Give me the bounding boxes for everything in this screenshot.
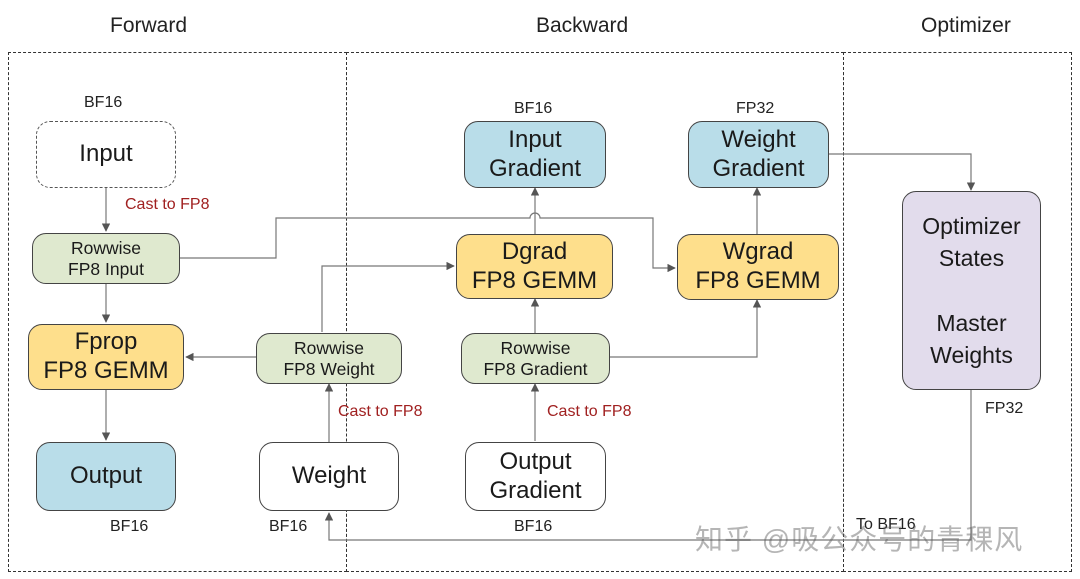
- master-weights-dtype-label: FP32: [985, 400, 1024, 417]
- weight-gradient-box: Weight Gradient: [688, 121, 829, 188]
- wgrad-fp8-gemm-box: Wgrad FP8 GEMM: [677, 234, 839, 300]
- optimizer-title: Optimizer: [921, 14, 1011, 37]
- weight-box: Weight: [259, 442, 399, 511]
- arrow-rowwise-weight-to-dgrad: [321, 261, 455, 332]
- rowwise-fp8-input-box: Rowwise FP8 Input: [32, 233, 180, 284]
- dgrad-fp8-gemm-box: Dgrad FP8 GEMM: [456, 234, 613, 299]
- arrow-master-weights-to-weight: [324, 390, 972, 541]
- forward-title: Forward: [110, 14, 188, 37]
- input-box: Input: [36, 121, 176, 188]
- input-dtype-label: BF16: [84, 94, 123, 111]
- input-gradient-box: Input Gradient: [464, 121, 606, 188]
- output-dtype-label: BF16: [110, 518, 149, 535]
- output-gradient-dtype-label: BF16: [514, 518, 553, 535]
- gradient-cast-label: Cast to FP8: [547, 403, 632, 420]
- optimizer-panel: [843, 52, 1072, 572]
- output-box: Output: [36, 442, 176, 511]
- backward-title: Backward: [536, 14, 629, 37]
- arrow-rowwise-gradient-to-wgrad: [610, 299, 762, 358]
- watermark: 知乎 @吸公众号的青稞风: [695, 524, 1024, 555]
- weight-cast-label: Cast to FP8: [338, 403, 423, 420]
- input-gradient-dtype-label: BF16: [514, 100, 553, 117]
- weight-gradient-dtype-label: FP32: [736, 100, 775, 117]
- weight-dtype-label: BF16: [269, 518, 308, 535]
- optimizer-states-master-weights-box: Optimizer States Master Weights: [902, 191, 1041, 390]
- input-cast-label: Cast to FP8: [125, 196, 210, 213]
- output-gradient-box: Output Gradient: [465, 442, 606, 511]
- rowwise-fp8-gradient-box: Rowwise FP8 Gradient: [461, 333, 610, 384]
- arrow-weight-gradient-to-optimizer: [829, 153, 976, 191]
- rowwise-fp8-weight-box: Rowwise FP8 Weight: [256, 333, 402, 384]
- fprop-fp8-gemm-box: Fprop FP8 GEMM: [28, 324, 184, 390]
- to-bf16-label: To BF16: [856, 516, 916, 533]
